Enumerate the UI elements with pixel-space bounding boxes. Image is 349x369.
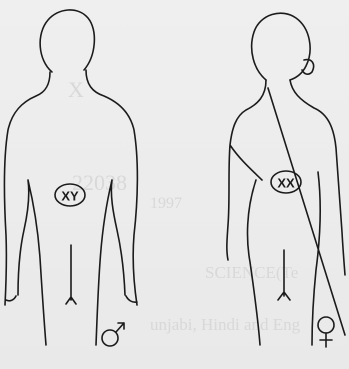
male-head-outline [40, 10, 94, 72]
female-head-outline [252, 13, 314, 80]
male-symbol-icon [102, 323, 124, 346]
background-bleed-text: X 22038 1997 SCIENCE(Te unjabi, Hindi an… [68, 77, 301, 334]
bleed-line-3: 1997 [150, 195, 182, 212]
bleed-line-1: X [68, 77, 84, 102]
bleed-line-2: 22038 [72, 170, 127, 195]
female-chromosome-label: XX [277, 176, 295, 191]
female-body-outline [227, 80, 345, 345]
male-chromosome-label: XY [61, 189, 79, 204]
female-figure: XX [227, 13, 345, 347]
bleed-line-5: unjabi, Hindi and Eng [150, 315, 301, 334]
female-symbol-icon [318, 317, 334, 347]
male-body-outline [4, 70, 137, 345]
male-back-crease [66, 245, 76, 304]
